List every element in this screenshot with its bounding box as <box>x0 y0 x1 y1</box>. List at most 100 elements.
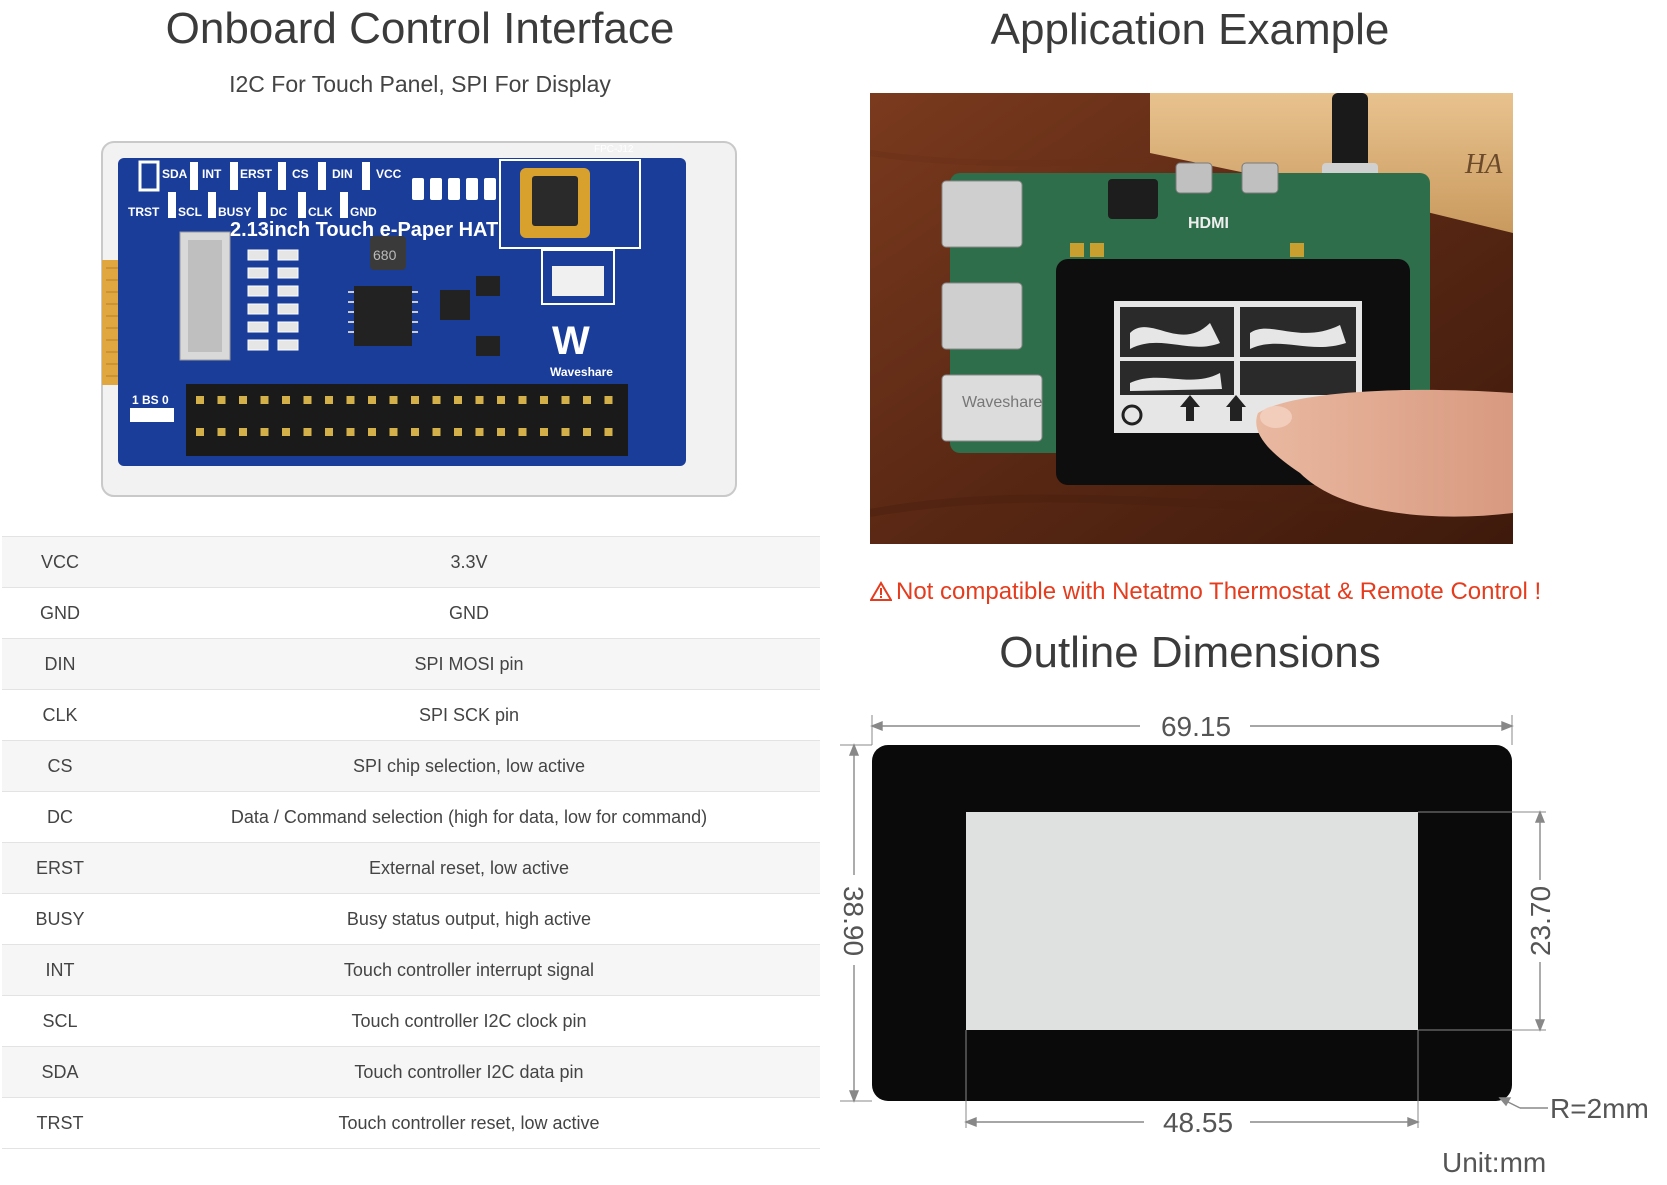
left-title: Onboard Control Interface <box>165 4 675 53</box>
pin-desc: Touch controller I2C clock pin <box>118 995 820 1047</box>
header-pin <box>583 428 591 436</box>
header-pin <box>217 428 226 436</box>
outline-dimensions-title: Outline Dimensions <box>999 628 1381 677</box>
inductor <box>370 236 406 270</box>
header-pin <box>325 428 333 436</box>
header-pin <box>346 396 355 404</box>
bs-label: 1 BS 0 <box>132 393 169 407</box>
header-pin <box>454 428 462 436</box>
header-pin <box>239 396 247 404</box>
header-pin <box>346 428 355 436</box>
pin-label-sda: SDA <box>162 167 188 181</box>
pin-desc: SPI SCK pin <box>118 689 820 741</box>
pin-name: INT <box>2 944 118 996</box>
compat-warning: Not compatible with Netatmo Thermostat &… <box>896 578 1542 605</box>
arrow-up-icon <box>1180 395 1200 421</box>
header-pin <box>196 428 204 436</box>
header-pin <box>196 396 204 404</box>
header-pin <box>454 396 462 404</box>
pin-name: GND <box>2 587 118 639</box>
header-pin <box>282 428 290 436</box>
waveshare-logo-icon: W <box>552 319 590 363</box>
dim-active-width: 48.55 <box>1163 1107 1233 1138</box>
pin-desc: SPI chip selection, low active <box>118 740 820 792</box>
header-pin <box>604 428 613 436</box>
home-icon <box>1226 395 1246 421</box>
pin-desc: Touch controller I2C data pin <box>118 1046 820 1098</box>
gpio-header <box>186 384 628 456</box>
pin-desc: External reset, low active <box>118 842 820 894</box>
pin-name: CLK <box>2 689 118 741</box>
pin-label-row-bottom: TRST SCL BUSY DC CLK GND <box>128 192 377 219</box>
pin-desc: Touch controller reset, low active <box>118 1097 820 1149</box>
header-pin <box>239 428 247 436</box>
active-area <box>966 812 1418 1030</box>
pin-label-gnd: GND <box>350 205 377 219</box>
pin-label-vcc: VCC <box>376 167 402 181</box>
header-pin <box>303 396 312 404</box>
pin-name: ERST <box>2 842 118 894</box>
header-pin <box>475 396 484 404</box>
finger <box>1256 389 1513 517</box>
pin-label-erst: ERST <box>240 167 273 181</box>
header-pin <box>389 428 398 436</box>
header-pin <box>561 428 570 436</box>
right-title: Application Example <box>990 5 1390 54</box>
pin-label-cs: CS <box>292 167 309 181</box>
pin-label-int: INT <box>202 167 222 181</box>
header-pin <box>432 396 441 404</box>
header-pin <box>411 428 419 436</box>
pin-label-trst: TRST <box>128 205 160 219</box>
header-pin <box>260 428 269 436</box>
pin-name: DIN <box>2 638 118 690</box>
hdmi-label: HDMI <box>1188 215 1229 232</box>
header-pin <box>475 428 484 436</box>
brand-label: Waveshare <box>550 365 613 379</box>
pin-label-clk: CLK <box>308 205 333 219</box>
left-subtitle: I2C For Touch Panel, SPI For Display <box>229 71 611 97</box>
header-pin <box>497 428 505 436</box>
pin-label-row-top: SDA INT ERST CS DIN VCC <box>138 160 402 192</box>
refresh-icon <box>1121 404 1143 426</box>
pin-name: BUSY <box>2 893 118 945</box>
pin-name: SCL <box>2 995 118 1047</box>
header-pin <box>583 396 591 404</box>
pin-desc: Touch controller interrupt signal <box>118 944 820 996</box>
board-name: 2.13inch Touch e-Paper HAT <box>230 219 498 241</box>
svg-text:HA: HA <box>1464 149 1503 180</box>
header-pin <box>604 396 613 404</box>
header-pin <box>368 396 376 404</box>
header-pin <box>217 396 226 404</box>
header-pin <box>497 396 505 404</box>
pin-label-busy: BUSY <box>218 205 251 219</box>
header-pin <box>325 396 333 404</box>
header-pin <box>518 428 527 436</box>
header-pin <box>303 428 312 436</box>
pin-name: SDA <box>2 1046 118 1098</box>
dim-active-height: 23.70 <box>1525 886 1556 956</box>
pin-name: DC <box>2 791 118 843</box>
header-pin <box>389 396 398 404</box>
header-pin <box>260 396 269 404</box>
warning-triangle-icon <box>869 581 893 601</box>
epaper-hat-board: SDA INT ERST CS DIN VCC TRST SCL BUSY DC… <box>101 141 737 497</box>
dim-radius: R=2mm <box>1550 1093 1649 1124</box>
application-photo: HA Waveshare HDMI <box>870 93 1513 544</box>
pin-desc: 3.3V <box>118 536 820 588</box>
pin-desc: SPI MOSI pin <box>118 638 820 690</box>
dim-height: 38.90 <box>838 886 869 956</box>
dimension-drawing: 69.15 38.90 23.70 48.55 R=2mm Unit:mm <box>838 711 1649 1178</box>
pin-label-dc: DC <box>270 205 288 219</box>
